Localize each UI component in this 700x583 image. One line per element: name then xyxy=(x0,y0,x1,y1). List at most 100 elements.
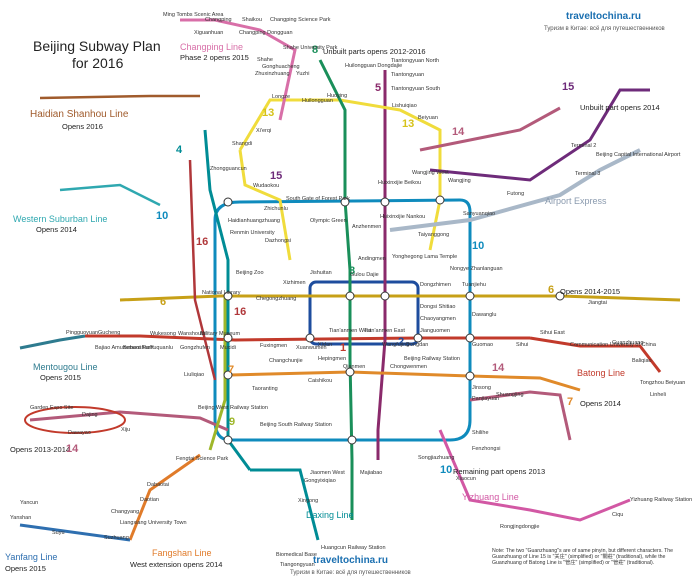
station[interactable]: Shuangjing xyxy=(496,392,524,398)
station[interactable]: Beiyuan xyxy=(418,115,438,121)
logo-bottom[interactable]: traveltochina.ru xyxy=(313,555,389,566)
station[interactable]: Jishuitan xyxy=(310,270,332,276)
station[interactable]: Communication University of China xyxy=(570,342,656,348)
station[interactable]: Gonghuacheng xyxy=(262,64,300,70)
station[interactable]: Pingguoyuan xyxy=(66,330,99,336)
station[interactable]: Qianmen xyxy=(343,364,366,370)
station[interactable]: Military Museum xyxy=(200,331,241,337)
station[interactable]: Tiantongyuan South xyxy=(391,86,441,92)
station[interactable]: Caishikou xyxy=(308,378,333,384)
station[interactable]: Rongjingdongjie xyxy=(500,524,540,530)
station[interactable]: Garden Expo Site xyxy=(30,405,74,411)
station[interactable]: Wangfujing xyxy=(382,342,410,348)
station[interactable]: Beijing South Railway Station xyxy=(260,422,332,428)
station[interactable]: Xingong xyxy=(298,498,319,504)
station[interactable]: Yonghegong Lama Temple xyxy=(392,254,458,260)
station[interactable]: Gucheng xyxy=(98,330,121,336)
station[interactable]: Beijing Railway Station xyxy=(404,356,460,362)
station[interactable]: Dawayao xyxy=(68,430,91,436)
station[interactable]: Beijing Capital International Airport xyxy=(596,152,681,158)
station[interactable]: Shaikou xyxy=(242,17,262,23)
logo-top[interactable]: traveltochina.ru xyxy=(566,11,642,22)
station[interactable]: Tian'anmen West xyxy=(329,328,372,334)
station[interactable]: Lishuiqiao xyxy=(392,103,417,109)
station[interactable]: Haidianhuangzhuang xyxy=(228,218,280,224)
station[interactable]: Tiantongyuan North xyxy=(391,58,440,64)
station[interactable]: Changping xyxy=(205,17,232,23)
station[interactable]: Huixinxijie Nankou xyxy=(380,214,426,220)
station[interactable]: South Gate of Forest Park xyxy=(286,196,350,202)
station[interactable]: Changyang xyxy=(111,509,140,515)
station[interactable]: Yancun xyxy=(20,500,39,506)
station[interactable]: Jiangtai xyxy=(588,300,607,306)
station[interactable]: Terminal 3 xyxy=(575,171,601,177)
station[interactable]: Dajing xyxy=(82,412,98,418)
station[interactable]: Huilongguan Dongdajie xyxy=(345,63,403,69)
station[interactable]: Xiguanhuan xyxy=(194,30,224,36)
station[interactable]: Chaoyangmen xyxy=(420,316,456,322)
station[interactable]: Chegongzhuang xyxy=(256,296,297,302)
station[interactable]: Daotian xyxy=(140,497,159,503)
station[interactable]: Tuanjiehu xyxy=(462,282,486,288)
station[interactable]: Yizhuang Railway Station xyxy=(630,497,693,503)
station[interactable]: Nongye Zhanlanguan xyxy=(450,266,503,272)
station[interactable]: Andingmen xyxy=(358,256,386,262)
station[interactable]: Tian'anmen East xyxy=(364,328,405,334)
station[interactable]: Liangxiang University Town xyxy=(120,520,187,526)
station[interactable]: Beijing Zoo xyxy=(236,270,264,276)
station[interactable]: Guomao xyxy=(472,342,494,348)
station[interactable]: Suyu xyxy=(52,530,65,536)
station[interactable]: Taoranting xyxy=(252,386,278,392)
station[interactable]: Dawanglu xyxy=(472,312,497,318)
station[interactable]: Shangdi xyxy=(232,141,253,147)
station[interactable]: Ming Tombs Scenic Area xyxy=(163,12,224,18)
station[interactable]: Fenzhongsi xyxy=(472,446,501,452)
station[interactable]: Huoying xyxy=(327,93,348,99)
station[interactable]: Dazhongsi xyxy=(265,238,291,244)
station[interactable]: Xuanwumen xyxy=(296,345,327,351)
station[interactable]: Longze xyxy=(272,94,291,100)
station[interactable]: Panjiayuan xyxy=(472,396,500,402)
station[interactable]: Babaoshan xyxy=(123,345,151,351)
station[interactable]: Anzhenmen xyxy=(352,224,382,230)
station[interactable]: Changping Science Park xyxy=(270,17,331,23)
station[interactable]: Wangjing xyxy=(448,178,471,184)
station[interactable]: Tongzhou Beiyuan xyxy=(640,380,686,386)
station[interactable]: Shahe xyxy=(257,57,273,63)
station[interactable]: Terminal 2 xyxy=(571,143,597,149)
station[interactable]: Dongsi Shitiao xyxy=(420,304,456,310)
station[interactable]: Futong xyxy=(507,191,525,197)
station[interactable]: National Library xyxy=(202,290,241,296)
station[interactable]: Xiju xyxy=(121,427,131,433)
station[interactable]: Sihui xyxy=(516,342,529,348)
station[interactable]: Dabaotai xyxy=(147,482,170,488)
station[interactable]: Xi'erqi xyxy=(256,128,272,134)
station[interactable]: Zhongguancun xyxy=(210,166,247,172)
station[interactable]: Wangjing West xyxy=(412,170,449,176)
station[interactable]: Muxidi xyxy=(220,345,236,351)
station[interactable]: Wudaokou xyxy=(253,183,280,189)
station[interactable]: Olympic Green xyxy=(310,218,347,224)
station[interactable]: Dongzhimen xyxy=(420,282,451,288)
station[interactable]: Wanshoulu xyxy=(178,331,206,337)
station[interactable]: Xidan xyxy=(318,342,333,348)
station[interactable]: Xizhimen xyxy=(283,280,306,286)
station[interactable]: Fengtai Science Park xyxy=(176,456,229,462)
station[interactable]: Hepingmen xyxy=(318,356,347,362)
station[interactable]: Yanshan xyxy=(10,515,32,521)
station[interactable]: Linheli xyxy=(650,392,666,398)
station[interactable]: Shahe University Park xyxy=(283,45,338,51)
station[interactable]: Fuxingmen xyxy=(260,343,288,349)
station[interactable]: Songjiazhuang xyxy=(418,455,455,461)
station[interactable]: Ciqu xyxy=(612,512,624,518)
station[interactable]: Suzhuang xyxy=(104,535,129,541)
station[interactable]: Jiaomen West xyxy=(310,470,345,476)
station[interactable]: Shilihe xyxy=(472,430,489,436)
station[interactable]: Changchunjie xyxy=(269,358,303,364)
station[interactable]: Gongzhufen xyxy=(180,345,210,351)
station[interactable]: Huixinxijie Beikou xyxy=(378,180,422,186)
station[interactable]: Bajiao Amusement Park xyxy=(95,345,154,351)
station[interactable]: Taiyanggong xyxy=(418,232,450,238)
station[interactable]: Jinsong xyxy=(472,385,491,391)
station[interactable]: Liuliqiao xyxy=(184,372,205,378)
